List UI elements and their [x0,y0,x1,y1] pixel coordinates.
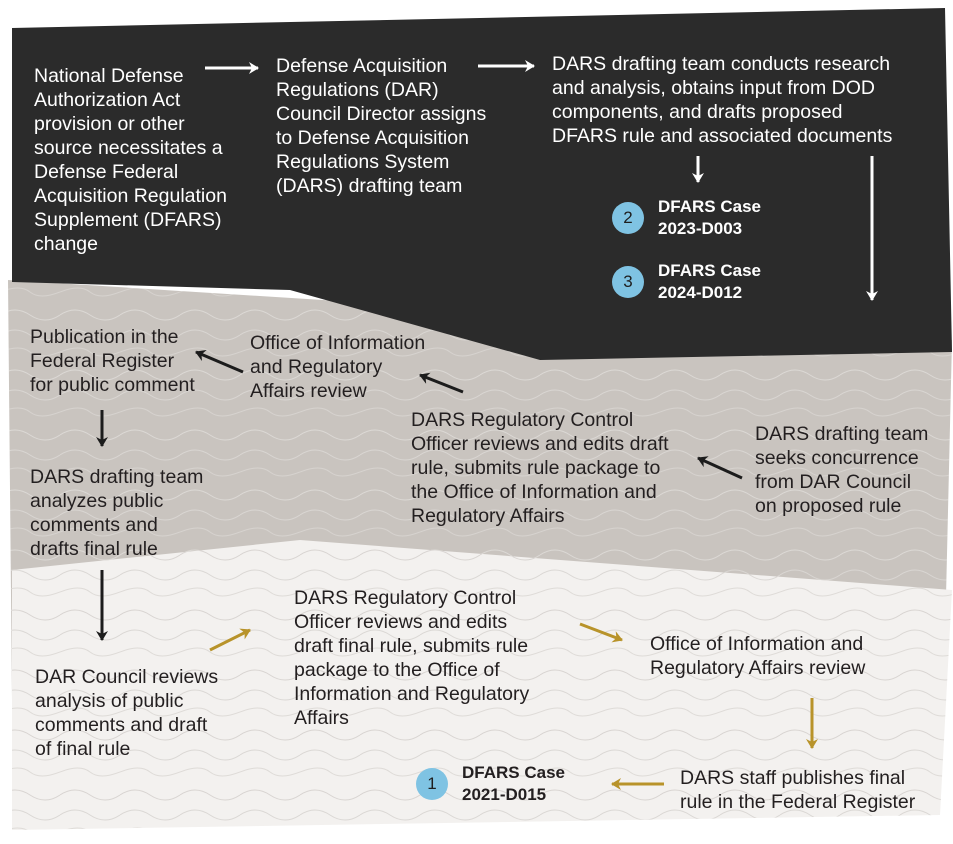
step-analyze-comments: DARS drafting team analyzes public comme… [30,466,204,560]
case-label: DFARS Case 2021-D015 [462,763,565,804]
case-label: DFARS Case 2023-D003 [658,197,761,238]
dark-band [12,8,952,360]
step-rco-reviews-final: DARS Regulatory Control Officer reviews … [294,587,530,729]
case-number: 1 [416,768,448,800]
step-oira-review-2: Office of Information and Regulatory Aff… [650,633,866,679]
step-publish-final-rule: DARS staff publishes final rule in the F… [680,767,916,813]
step-ndaa-provision: National Defense Authorization Act provi… [34,65,227,255]
case-badge-2: 2 DFARS Case 2023-D003 [612,196,761,240]
step-rco-reviews-draft: DARS Regulatory Control Officer reviews … [411,409,669,527]
step-dar-director-assigns: Defense Acquisition Regulations (DAR) Co… [276,55,487,197]
step-oira-review-1: Office of Information and Regulatory Aff… [250,332,426,402]
case-number: 2 [612,202,644,234]
step-drafting-team-research: DARS drafting team conducts research and… [552,53,893,147]
step-dar-council-reviews: DAR Council reviews analysis of public c… [35,666,219,760]
step-seek-concurrence: DARS drafting team seeks concurrence fro… [755,423,929,517]
case-badge-3: 3 DFARS Case 2024-D012 [612,260,761,304]
case-label: DFARS Case 2024-D012 [658,261,761,302]
case-number: 3 [612,266,644,298]
case-badge-1: 1 DFARS Case 2021-D015 [416,762,565,806]
step-publication-public-comment: Publication in the Federal Register for … [30,326,195,396]
